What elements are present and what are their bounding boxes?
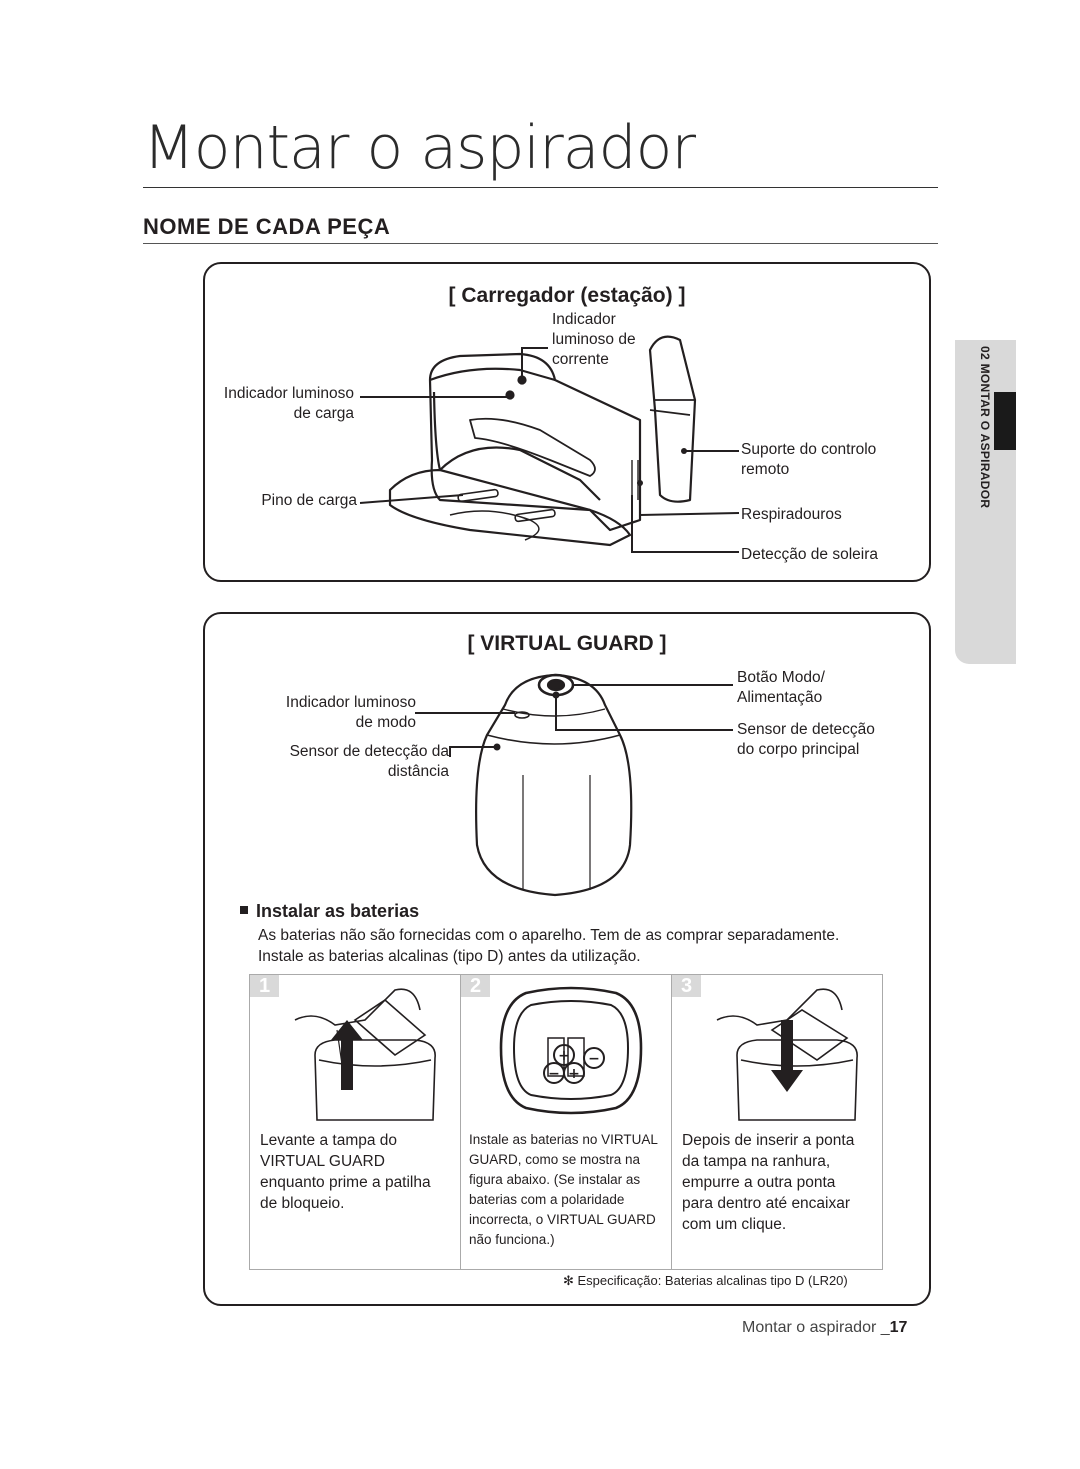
section-heading: NOME DE CADA PEÇA	[143, 214, 391, 239]
chapter-tab-marker	[994, 392, 1016, 450]
step-3-text: Depois de inserir a ponta da tampa na ra…	[682, 1132, 855, 1233]
mode-indicator-label: Indicador luminoso de modo	[285, 694, 416, 731]
battery-steps-table: 1 Levante a tampa do VIRTUAL GUARD enqua…	[249, 974, 883, 1270]
step-number: 2	[461, 975, 490, 997]
title-divider	[143, 187, 938, 188]
svg-text:−: −	[588, 1051, 600, 1067]
body-sensor-label: Sensor de detecção do corpo principal	[737, 721, 875, 758]
battery-compartment-illustration: − + + −	[499, 986, 643, 1115]
step-number: 1	[250, 975, 279, 997]
page-footer: Montar o aspirador _17	[742, 1319, 907, 1337]
batteries-intro: As baterias não são fornecidas com o apa…	[258, 927, 840, 965]
remote-holder-label: Suporte do controlo remoto	[741, 441, 877, 478]
distance-sensor-label: Sensor de detecção da distância	[289, 743, 449, 780]
power-indicator-label: Indicador luminoso de corrente	[552, 311, 636, 368]
footer-text: Montar o aspirador _	[742, 1319, 890, 1336]
svg-text:+: +	[558, 1048, 570, 1064]
step-1: 1 Levante a tampa do VIRTUAL GUARD enqua…	[250, 975, 461, 1269]
charger-heading: [ Carregador (estação) ]	[448, 284, 686, 307]
page-number: 17	[889, 1319, 908, 1336]
charger-illustration	[359, 335, 740, 553]
open-cover-illustration	[294, 988, 436, 1121]
step-number: 3	[672, 975, 701, 997]
batteries-heading: Instalar as baterias	[240, 901, 419, 922]
svg-text:+: +	[568, 1066, 580, 1082]
charge-pin-label: Pino de carga	[261, 492, 357, 509]
cliff-sensor-label: Detecção de soleira	[741, 546, 878, 563]
step-2-text: Instale as baterias no VIRTUAL GUARD, co…	[469, 1132, 658, 1247]
step-1-text: Levante a tampa do VIRTUAL GUARD enquant…	[260, 1132, 431, 1212]
virtual-guard-heading: [ VIRTUAL GUARD ]	[467, 632, 667, 655]
bullet-square-icon	[240, 906, 248, 915]
vents-label: Respiradouros	[741, 506, 842, 523]
virtual-guard-panel: [ VIRTUAL GUARD ]	[203, 612, 931, 1306]
step-2: 2 − + + − Instale as baterias no VIRTUAL	[461, 975, 672, 1269]
section-divider	[143, 243, 938, 244]
chapter-side-label: 02 MONTAR O ASPIRADOR	[978, 346, 992, 509]
svg-text:−: −	[548, 1066, 560, 1082]
charge-indicator-label: Indicador luminoso de carga	[223, 385, 354, 422]
page-title: Montar o aspirador	[143, 113, 696, 183]
battery-spec-note: ✻ Especificação: Baterias alcalinas tipo…	[563, 1273, 848, 1288]
virtual-guard-illustration	[415, 673, 733, 897]
charger-panel: [ Carregador (estação) ]	[203, 262, 931, 582]
mode-button-label: Botão Modo/ Alimentação	[737, 669, 825, 706]
close-cover-illustration	[716, 988, 858, 1121]
step-3: 3 Depois de inserir a ponta da tampa na …	[672, 975, 882, 1269]
